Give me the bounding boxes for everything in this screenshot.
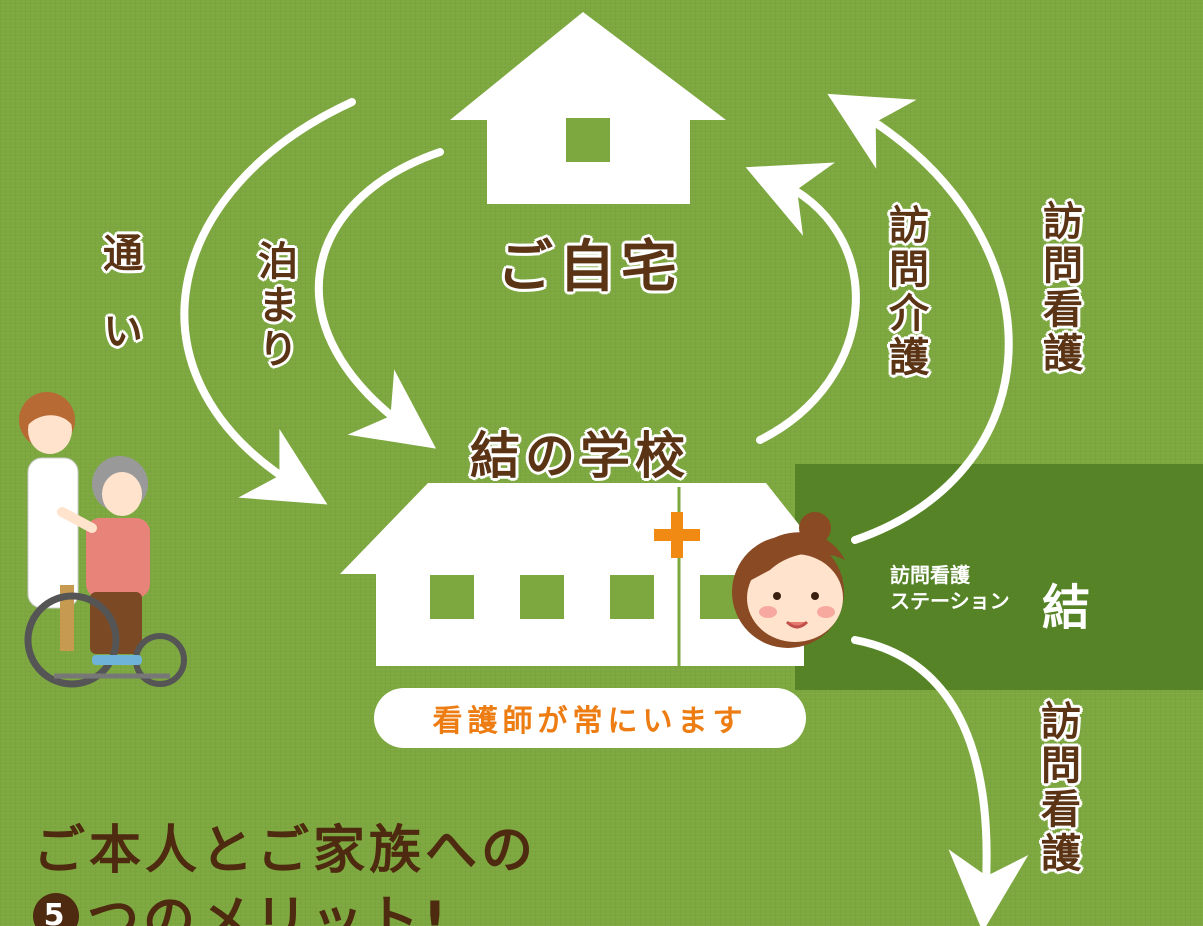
arrow-kango-upper xyxy=(827,93,1013,544)
school-label: 結の学校 xyxy=(470,427,690,485)
wheelchair-illustration xyxy=(19,392,187,688)
kayoi-label: 通い xyxy=(96,232,142,388)
home-label: ご自宅 xyxy=(497,235,683,300)
headline-line2-text: つのメリット! xyxy=(87,891,451,926)
merit-count-badge: 5 xyxy=(33,892,79,926)
medical-cross-icon xyxy=(654,512,700,558)
nurse-face-icon xyxy=(732,512,845,648)
tomari-label: 泊まり xyxy=(251,240,297,372)
arrow-kayoi xyxy=(180,98,356,505)
kango-label-upper: 訪問看護 xyxy=(1036,200,1082,376)
arrow-kaigo xyxy=(745,162,860,444)
kaigo-label: 訪問介護 xyxy=(882,204,928,380)
station-big-label: 結 xyxy=(1042,580,1091,636)
kango-label-lower: 訪問看護 xyxy=(1034,700,1080,876)
station-small-label: 訪問看護 ステーション xyxy=(890,563,1010,613)
nurse-always-pill: 看護師が常にいます xyxy=(374,688,806,748)
nurse-always-text: 看護師が常にいます xyxy=(432,704,748,739)
house-icon xyxy=(450,12,726,204)
headline-line1: ご本人とご家族への xyxy=(33,821,538,881)
arrow-kango-lower xyxy=(851,636,1029,926)
school-building-icon xyxy=(340,483,838,666)
station-band xyxy=(795,464,1203,690)
headline-line2: 5 つのメリット! xyxy=(33,878,451,926)
arrow-tomari xyxy=(314,148,444,449)
